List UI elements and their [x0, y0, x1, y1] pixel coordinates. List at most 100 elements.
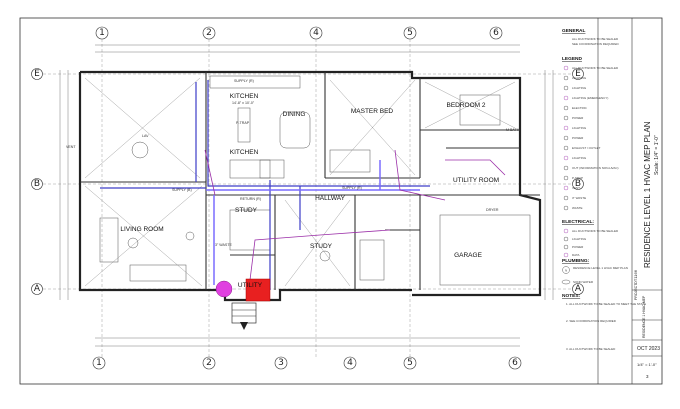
legend-symbol-icon [563, 155, 569, 161]
legend-symbol-icon [563, 65, 569, 71]
grid-col-1b: 1 [96, 358, 102, 368]
plumbing-n: N [565, 269, 567, 273]
note-3: 3. ALL DUCTWORK TO BE SEALED [566, 347, 616, 351]
grid-col-1: 1 [99, 28, 105, 38]
grid-bottom [92, 356, 522, 370]
legend-item: POWER [572, 136, 584, 140]
sheet-border [19, 17, 663, 385]
legend-item: 3" WASTE [572, 196, 586, 200]
legend-symbol-icon [563, 135, 569, 141]
dimension-lines [59, 44, 554, 347]
return-duct [206, 160, 420, 285]
electrical-symbol-icon [563, 228, 569, 234]
legend-heading: LEGEND [562, 56, 583, 62]
grid-col-5b: 5 [407, 358, 413, 368]
room-bedroom2: BEDROOM 2 [446, 102, 485, 109]
interior-walls [80, 72, 540, 290]
room-utility-bottom: UTILITY [238, 282, 263, 289]
electrical-heading: ELECTRICAL: [562, 219, 594, 225]
grid-col-4: 4 [313, 28, 319, 38]
legend-symbol-icon [563, 125, 569, 131]
room-hallway: HALLWAY [315, 195, 346, 202]
legend-symbol-icon [563, 85, 569, 91]
legend-symbol-icon [563, 75, 569, 81]
grid-row-b-r: B [575, 179, 581, 189]
legend-list: ALL DUCTWORK TO BE SEALEDLIGHTINGLIGHTIN… [563, 65, 619, 211]
legend-item: WASTE [572, 206, 583, 210]
grid-col-2: 2 [206, 28, 212, 38]
legend-symbol-icon [563, 205, 569, 211]
grid-row-b: B [34, 179, 40, 189]
legend-symbol-icon [563, 165, 569, 171]
legend-item: POWER [572, 116, 584, 120]
sheet-number: 3 [646, 374, 649, 379]
grid-col-5: 5 [407, 28, 413, 38]
callout-waste: 3" WASTE [215, 243, 233, 247]
room-dining: DINING [283, 111, 306, 118]
callout-ptrap: P-TRAP [236, 121, 250, 125]
exterior-walls [78, 70, 542, 302]
general-line2: SEE COORDINATION REQUIRED [572, 42, 619, 46]
notes-heading: NOTES: [562, 293, 581, 299]
grid-row-a: A [34, 284, 41, 294]
legend-symbol-icon [563, 115, 569, 121]
legend-item: LIGHTING [572, 156, 587, 160]
grid-lines [43, 39, 572, 357]
legend-symbol-icon [563, 175, 569, 181]
grid-col-6: 6 [493, 28, 499, 38]
legend-symbol-icon [563, 105, 569, 111]
legend-item: EXHAUST / OUTLET [572, 146, 601, 150]
sheet-scale: Scale: 1/4" = 1'-0" [654, 135, 660, 175]
callout-vent: VENT [66, 145, 76, 149]
callout-return: RETURN (R) [240, 197, 261, 201]
sheet-date: OCT 2023 [637, 346, 660, 352]
legend-item: LIGHTING [572, 86, 587, 90]
legend-symbol-icon [563, 145, 569, 151]
grid-top [95, 26, 503, 40]
note-1: 1. ALL DUCTWORK TO BE SEALED TO MEET THE… [566, 302, 646, 306]
electrical-list: ALL DUCTWORK TO BE SEALEDLIGHTINGPOWERDA… [563, 228, 619, 258]
legend-item: LIGHTING [572, 76, 587, 80]
grid-col-6b: 6 [512, 358, 518, 368]
drawing-number: DT1166 [633, 269, 638, 284]
legend-symbol-icon [563, 185, 569, 191]
note-2: 2. SEE COORDINATION REQUIRED [566, 319, 617, 323]
electrical-item: DATA [572, 253, 580, 257]
callout-supply-top: SUPPLY (R) [234, 79, 254, 83]
general-heading: GENERAL [562, 28, 586, 34]
callout-mbath: M BATH [506, 128, 520, 132]
legend-symbol-icon [563, 195, 569, 201]
callout-dryer: DRYER [486, 208, 499, 212]
electrical-symbol-icon [563, 244, 569, 250]
supply-duct [100, 80, 430, 290]
plumbing-item-2: SOND WATER [573, 280, 594, 284]
room-kitchen-mid: KITCHEN [230, 149, 259, 156]
furnace-unit [245, 278, 271, 302]
room-study-center: STUDY [310, 243, 333, 250]
ceiling-x [84, 77, 516, 287]
legend-symbol-icon [563, 95, 569, 101]
room-kitchen-top: KITCHEN [230, 93, 259, 100]
grid-col-4b: 4 [347, 358, 353, 368]
electrical-item: LIGHTING [572, 237, 587, 241]
sheet-title: RESIDENCE LEVEL 1 HVAC MEP PLAN [643, 121, 652, 268]
room-kitchen-size: 14'-8" x 10'-0" [232, 101, 255, 105]
callout-supply-right: SUPPLY (R) [342, 186, 362, 190]
grid-row-e-r: E [575, 69, 581, 79]
electrical-symbol-icon [563, 252, 569, 258]
room-utility-right: UTILITY ROOM [453, 177, 499, 184]
grid-row-a-r: A [575, 284, 582, 294]
plumbing-heading: PLUMBING: [562, 258, 590, 264]
grid-rows [31, 68, 584, 295]
plumbing-lines [204, 149, 506, 281]
fixtures [99, 75, 531, 286]
grid-col-2b: 2 [206, 358, 212, 368]
legend-item: LIGHTING (EMERGENCY) [572, 96, 608, 100]
callout-supply-mid: SUPPLY (B) [172, 188, 192, 192]
legend-item: VENT [572, 186, 580, 190]
room-study-left: STUDY [235, 207, 258, 214]
plumbing-item-1: RESIDENCE LEVEL 1 HVAC MEP PLAN [573, 266, 628, 270]
room-master-bed: MASTER BED [351, 108, 394, 115]
electrical-item: ALL DUCTWORK TO BE SEALED [572, 229, 619, 233]
